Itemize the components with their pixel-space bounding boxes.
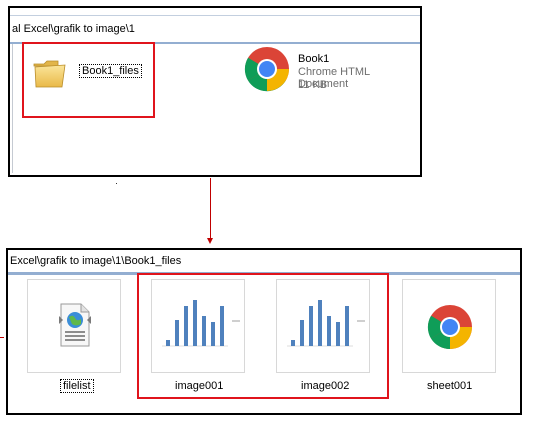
thumb-bar [300,320,304,346]
side-marker [0,337,4,338]
item-label-filelist: filelist [60,379,94,393]
address-path: al Excel\grafik to image\1 [12,23,135,35]
item-label-image001: image001 [175,380,224,392]
pane-divider [12,44,13,173]
thumb-legend [357,320,365,322]
thumb-bar [175,320,179,346]
item-label-image002: image002 [301,380,350,392]
thumb-bar [291,340,295,346]
thumb-legend [232,320,240,322]
file-type: Chrome HTML Document [298,66,370,90]
thumb-bar [193,300,197,346]
thumb-bar [202,316,206,346]
file-name: Book1 [298,53,330,65]
thumbnail-sheet001[interactable] [402,279,496,373]
bottom-explorer-window: Excel\grafik to image\1\Book1_files file… [6,248,522,415]
thumbnail-image001[interactable] [151,279,245,373]
highlight-box-folder [22,42,155,118]
thumb-bar [327,316,331,346]
thumb-bar [336,322,340,346]
top-explorer-window: al Excel\grafik to image\1 Book1_files B… [8,6,422,177]
thumb-bar [166,340,170,346]
arrow-down-icon [207,238,213,244]
thumbnail-filelist[interactable] [27,279,121,373]
address-path: Excel\grafik to image\1\Book1_files [10,255,182,267]
address-bar[interactable]: Excel\grafik to image\1\Book1_files [8,250,520,275]
folder-label: Book1_files [79,64,142,78]
address-bar[interactable]: al Excel\grafik to image\1 [10,15,420,44]
connector-arrow-line [210,178,211,240]
chrome-icon [244,47,289,92]
folder-icon [33,60,66,88]
stray-dot [116,183,117,184]
highlight-box-images [137,273,389,399]
file-item-book1[interactable] [240,42,420,98]
bar-chart-thumbnail [287,300,365,347]
file-size: 11 KB [298,79,328,91]
thumb-bar [318,300,322,346]
bar-chart-thumbnail [162,300,240,347]
thumb-bar [211,322,215,346]
thumbnail-image002[interactable] [276,279,370,373]
item-label-sheet001: sheet001 [427,380,473,392]
thumb-bar [220,306,224,346]
thumb-bar [184,306,188,346]
thumb-bar [309,306,313,346]
folder-item[interactable]: Book1_files [22,42,155,118]
thumb-bar [345,306,349,346]
chrome-icon [427,305,472,350]
web-document-icon [59,303,91,347]
